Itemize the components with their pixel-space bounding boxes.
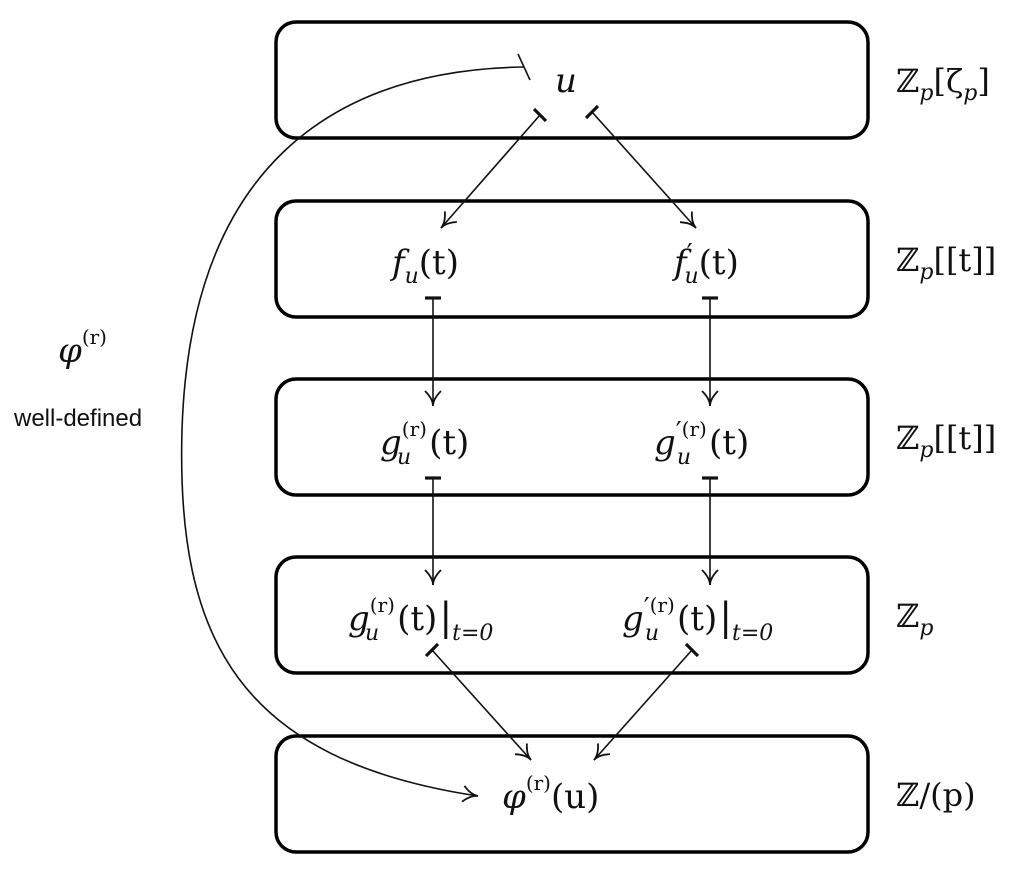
tick-g-u-eval bbox=[424, 642, 440, 658]
ring-label-row-4: ℤp bbox=[896, 597, 933, 641]
box-row-4 bbox=[274, 555, 870, 675]
ring-label-row-2: ℤp[[t]] bbox=[896, 241, 996, 285]
tick-g-u-prime-eval bbox=[684, 642, 700, 658]
side-label-phi: φ(r) bbox=[58, 325, 107, 371]
node-f-u-prime: f′u(t) bbox=[671, 239, 739, 289]
side-label-caption: well-defined bbox=[13, 405, 142, 432]
arrow-g-u-eval-to-phi bbox=[431, 649, 532, 761]
tick-u-right bbox=[584, 104, 600, 120]
node-g-u-eval: g(r)u(t)|t=0 bbox=[348, 593, 493, 646]
tick-u-left bbox=[532, 107, 548, 123]
box-row-2 bbox=[274, 199, 870, 319]
box-row-1 bbox=[274, 20, 870, 140]
arrow-g-u-prime-eval-to-phi bbox=[593, 649, 693, 761]
box-row-3 bbox=[274, 377, 870, 497]
arrow-u-to-f-u bbox=[440, 114, 541, 229]
arrow-u-to-phi-curve bbox=[180, 66, 525, 803]
ring-label-row-5: ℤ/(p) bbox=[896, 776, 976, 814]
arrow-u-to-f-u-prime bbox=[591, 111, 697, 229]
node-phi-u: φ(r)(u) bbox=[502, 771, 599, 817]
ring-label-row-1: ℤp[ζp] bbox=[896, 62, 990, 106]
node-g-u: g(r)u(t) bbox=[380, 417, 469, 470]
box-row-5 bbox=[274, 734, 870, 854]
node-g-u-prime: g′(r)u(t) bbox=[654, 417, 749, 470]
ring-label-row-3: ℤp[[t]] bbox=[896, 419, 996, 463]
node-g-u-prime-eval: g′(r)u(t)|t=0 bbox=[622, 593, 773, 646]
node-u: u bbox=[555, 61, 577, 101]
node-f-u: fu(t) bbox=[389, 243, 459, 289]
tick-u-curve bbox=[517, 53, 531, 81]
